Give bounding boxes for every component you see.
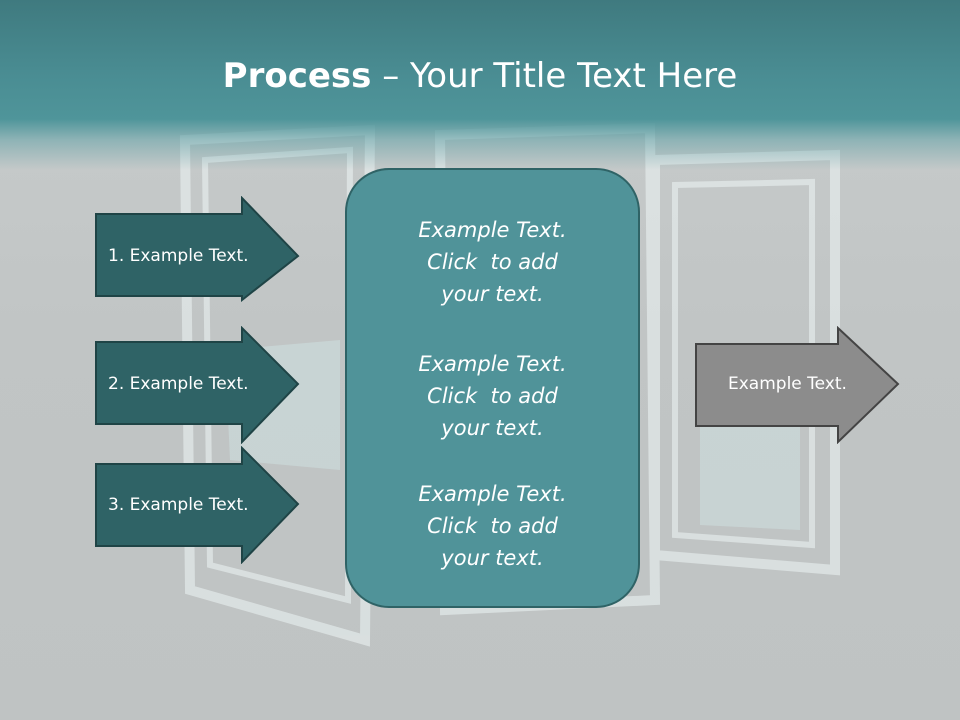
center-line: Example Text. — [418, 218, 567, 242]
center-line: Click to add — [427, 250, 558, 274]
title-rest-text: Your Title Text Here — [410, 56, 738, 96]
step-arrow-3[interactable] — [94, 446, 300, 564]
center-paragraph-2: Example Text. Click to add your text. — [347, 348, 638, 444]
step-arrow-1-label: 1. Example Text. — [108, 246, 249, 266]
title-bar — [0, 0, 960, 170]
center-line: Click to add — [427, 514, 558, 538]
step-arrow-1[interactable] — [94, 196, 300, 302]
output-arrow[interactable] — [694, 326, 900, 444]
output-arrow-label: Example Text. — [728, 374, 847, 394]
title-bold-text: Process — [222, 56, 372, 96]
step-arrow-2[interactable] — [94, 326, 300, 444]
center-line: Click to add — [427, 384, 558, 408]
center-line: your text. — [441, 282, 544, 306]
step-arrow-2-label: 2. Example Text. — [108, 374, 249, 394]
step-arrow-3-label: 3. Example Text. — [108, 495, 249, 515]
center-line: Example Text. — [418, 352, 567, 376]
center-paragraph-1: Example Text. Click to add your text. — [347, 214, 638, 310]
slide-title: Process – Your Title Text Here — [0, 54, 960, 98]
title-dash: – — [371, 56, 411, 96]
center-text-box[interactable]: Example Text. Click to add your text. Ex… — [345, 168, 640, 608]
center-line: your text. — [441, 546, 544, 570]
center-line: your text. — [441, 416, 544, 440]
center-line: Example Text. — [418, 482, 567, 506]
center-paragraph-3: Example Text. Click to add your text. — [347, 478, 638, 574]
